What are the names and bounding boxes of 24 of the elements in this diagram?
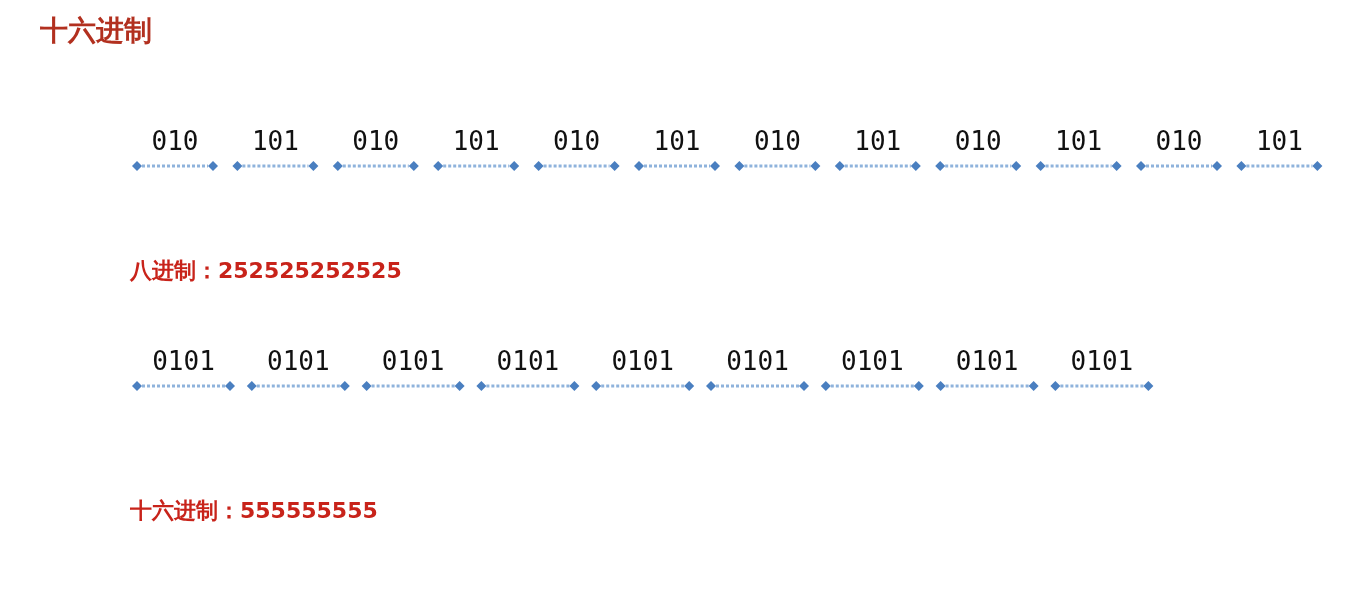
bit-group: 0101	[251, 346, 345, 376]
bit-group: 0101	[1055, 346, 1149, 376]
bit-group: 0101	[481, 346, 575, 376]
bit-group: 010	[739, 126, 816, 156]
conversion-result: 八进制：252525252525	[130, 257, 402, 285]
bit-group: 010	[940, 126, 1017, 156]
bit-group: 0101	[366, 346, 460, 376]
bit-group: 010	[1141, 126, 1217, 156]
bit-group: 101	[1241, 126, 1318, 156]
bit-group: 0101	[711, 346, 804, 376]
bit-group: 010	[137, 126, 213, 156]
bit-group: 101	[639, 126, 715, 156]
slide-title: 十六进制	[40, 13, 152, 49]
bit-group: 101	[237, 126, 314, 156]
bit-group: 101	[839, 126, 916, 156]
bit-group: 0101	[940, 346, 1034, 376]
bit-group: 0101	[596, 346, 690, 376]
bit-group: 0101	[825, 346, 919, 376]
bit-group: 010	[337, 126, 414, 156]
bit-group: 010	[538, 126, 615, 156]
bit-group: 0101	[137, 346, 230, 376]
bit-group: 101	[1040, 126, 1117, 156]
bit-group: 101	[438, 126, 515, 156]
conversion-result: 十六进制：555555555	[130, 497, 378, 525]
